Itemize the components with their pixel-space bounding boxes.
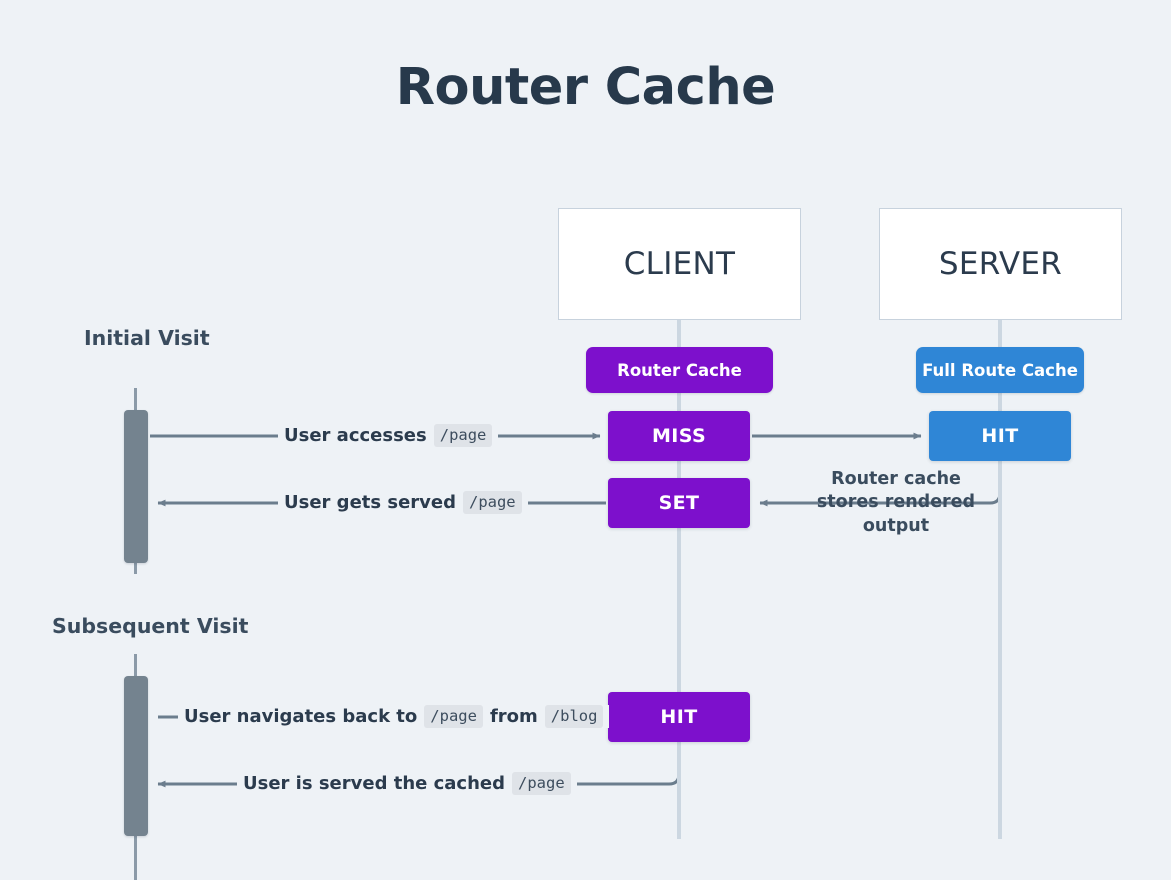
annotation-router-cache-stores: Router cache stores rendered output [816, 469, 976, 536]
state-box-miss: MISS [608, 411, 750, 461]
server-lifeline [998, 320, 1002, 839]
state-box-client-hit: HIT [608, 692, 750, 742]
section-label-initial-visit: Initial Visit [84, 326, 210, 350]
state-box-client-hit-label: HIT [660, 706, 698, 728]
badge-router-cache: Router Cache [586, 347, 773, 393]
message-text: User is served the cached [243, 773, 506, 794]
message-text: User gets served [284, 492, 456, 513]
message-text: User navigates back to [184, 706, 418, 727]
client-lifeline [677, 320, 681, 839]
code-chip-blog: /blog [544, 705, 604, 728]
message-user-is-served-cached: User is served the cached /page [237, 772, 577, 795]
section-label-subsequent-visit: Subsequent Visit [52, 614, 249, 638]
state-box-set-label: SET [658, 492, 700, 514]
state-box-set: SET [608, 478, 750, 528]
message-user-accesses: User accesses /page [278, 424, 499, 447]
message-user-gets-served: User gets served /page [278, 491, 528, 514]
message-user-navigates-back: User navigates back to /page from /blog [178, 705, 610, 728]
state-box-server-hit: HIT [929, 411, 1071, 461]
actor-activation-subsequent [124, 676, 148, 836]
message-text: User accesses [284, 425, 427, 446]
participant-client-label: CLIENT [623, 246, 736, 282]
badge-full-route-cache: Full Route Cache [916, 347, 1084, 393]
participant-server-label: SERVER [938, 246, 1063, 282]
code-chip-page: /page [462, 491, 522, 514]
participant-server: SERVER [879, 208, 1122, 320]
participant-client: CLIENT [558, 208, 801, 320]
code-chip-page: /page [424, 705, 483, 728]
badge-full-route-cache-label: Full Route Cache [922, 360, 1078, 380]
badge-router-cache-label: Router Cache [617, 360, 742, 380]
actor-activation-initial [124, 410, 148, 563]
state-box-server-hit-label: HIT [981, 425, 1019, 447]
state-box-miss-label: MISS [651, 425, 707, 447]
code-chip-page: /page [433, 424, 493, 447]
page-title: Router Cache [395, 58, 776, 117]
message-text: from [489, 706, 538, 727]
code-chip-page: /page [512, 772, 571, 795]
